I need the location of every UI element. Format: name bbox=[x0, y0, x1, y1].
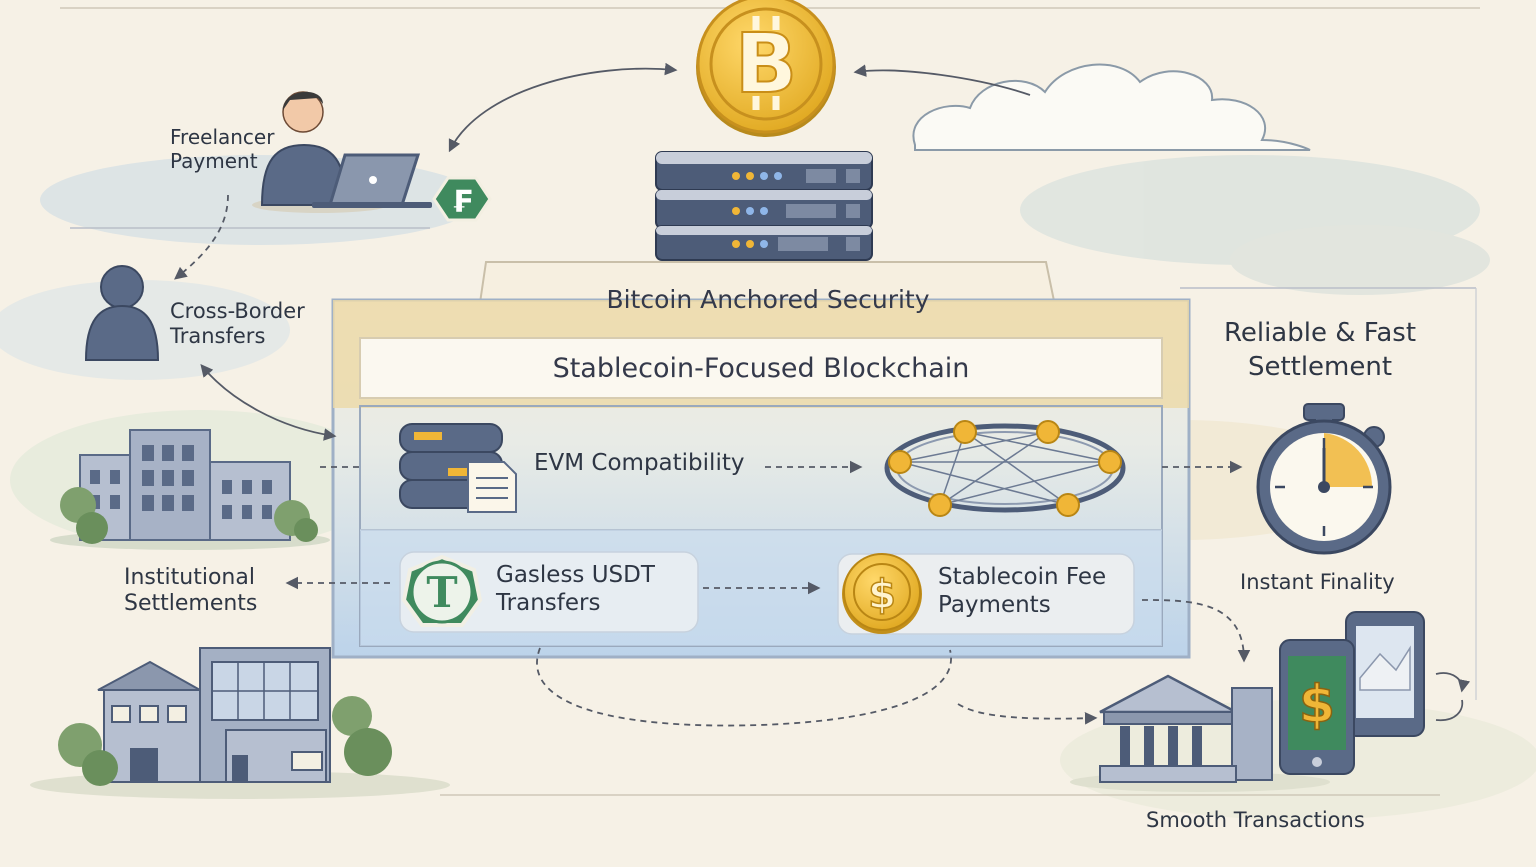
tether-symbol: T bbox=[426, 568, 457, 617]
gasless-label-line2: Transfers bbox=[496, 589, 601, 616]
crossborder-label: Cross-Border Transfers bbox=[170, 299, 305, 349]
network-ring-icon bbox=[884, 420, 1126, 517]
security-label: Bitcoin Anchored Security bbox=[606, 284, 930, 314]
tablet-arrow-bottom bbox=[1435, 699, 1464, 722]
gasless-label-line1: Gasless USDT bbox=[496, 562, 655, 588]
phone-icon: $ bbox=[1279, 639, 1355, 775]
institutional-label-line1: Institutional bbox=[124, 565, 255, 590]
bitcoin-symbol: B bbox=[735, 17, 798, 112]
freelancer-bitcoin-arrow bbox=[448, 62, 678, 153]
freelancer-icon bbox=[252, 91, 432, 213]
freelancer-crossborder-arrow bbox=[174, 194, 229, 280]
freelancer-label-line1: Freelancer bbox=[170, 125, 275, 149]
evm-label: EVM Compatibility bbox=[534, 450, 745, 476]
document-icon bbox=[467, 461, 517, 513]
phone-dollar-symbol: $ bbox=[1299, 675, 1335, 735]
office-buildings-icon bbox=[50, 429, 330, 550]
settlement-heading-line1: Reliable & Fast bbox=[1223, 318, 1417, 348]
institutional-label-line2: Settlements bbox=[124, 591, 258, 617]
stopwatch-icon bbox=[1256, 403, 1392, 555]
connectors bbox=[174, 62, 1471, 727]
fee-label-line2: Payments bbox=[938, 591, 1051, 618]
small-token-symbol: ₣ bbox=[452, 185, 473, 220]
person-icon bbox=[84, 265, 160, 361]
settlement-heading-line2: Settlement bbox=[1247, 351, 1393, 382]
dollar-symbol: $ bbox=[868, 572, 896, 618]
crossborder-label-line2: Transfers bbox=[170, 324, 266, 349]
tether-badge-icon: T bbox=[401, 554, 483, 627]
tablet-arrow-top bbox=[1435, 672, 1471, 693]
chain-title-bar bbox=[359, 337, 1163, 399]
small-token-icon: ₣ bbox=[432, 176, 492, 222]
crossborder-chain-arrow bbox=[200, 364, 337, 441]
crossborder-label-line1: Cross-Border bbox=[170, 299, 305, 323]
fee-label-line1: Stablecoin Fee bbox=[938, 564, 1107, 590]
cloud-bitcoin-arrow bbox=[853, 64, 1031, 96]
server-stack-icon bbox=[655, 151, 873, 261]
cloud-icon bbox=[912, 63, 1311, 151]
tablet-icon bbox=[1345, 611, 1425, 737]
settlement-heading: Reliable & Fast Settlement bbox=[1200, 317, 1440, 385]
freelancer-label: Freelancer Payment bbox=[170, 125, 274, 173]
institutional-label: Institutional Settlements bbox=[124, 565, 257, 618]
fee-bank-arrow bbox=[1141, 599, 1251, 663]
finality-label: Instant Finality bbox=[1240, 570, 1395, 594]
bank-icon bbox=[1070, 674, 1330, 792]
dollar-coin-icon: $ bbox=[842, 553, 922, 634]
smooth-label: Smooth Transactions bbox=[1146, 808, 1365, 832]
corporate-building-icon bbox=[30, 647, 450, 799]
bitcoin-coin-icon: B bbox=[696, 0, 836, 137]
freelancer-label-line2: Payment bbox=[170, 149, 258, 173]
fee-label: Stablecoin Fee Payments bbox=[938, 564, 1106, 619]
bottom-loop bbox=[536, 647, 952, 727]
gasless-label: Gasless USDT Transfers bbox=[496, 562, 655, 617]
chain-label: Stablecoin-Focused Blockchain bbox=[552, 352, 970, 384]
